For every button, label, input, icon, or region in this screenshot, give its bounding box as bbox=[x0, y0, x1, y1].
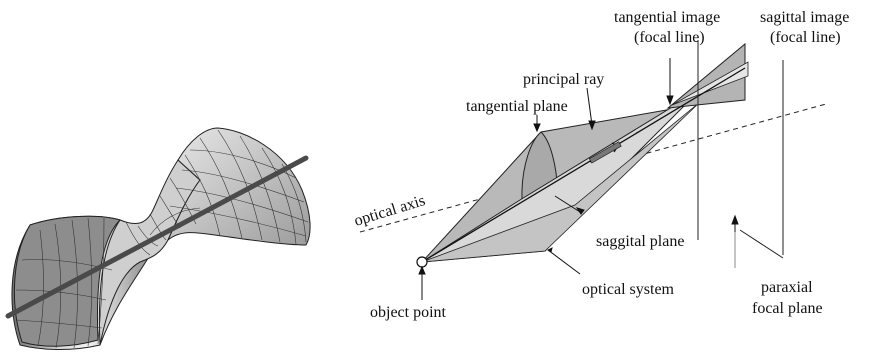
hyperboloid-waist bbox=[99, 160, 200, 345]
principal-ray-label: principal ray bbox=[523, 71, 604, 88]
object-point-marker bbox=[417, 257, 427, 267]
sagittal-image-label-line2: (focal line) bbox=[770, 29, 841, 46]
paraxial-leader bbox=[740, 230, 783, 258]
paraxial-label-line2: focal plane bbox=[752, 300, 823, 317]
tangential-plane-label: tangential plane bbox=[466, 98, 568, 115]
saggital-plane-label: saggital plane bbox=[596, 233, 684, 250]
tangential-image-label-line2: (focal line) bbox=[634, 29, 705, 46]
object-point-label: object point bbox=[370, 304, 447, 321]
hyperboloid-illustration bbox=[8, 128, 310, 350]
astigmatism-schematic: tangential image (focal line) sagittal i… bbox=[352, 9, 849, 321]
optical-system-label: optical system bbox=[582, 281, 675, 298]
tangential-image-label-line1: tangential image bbox=[614, 9, 720, 26]
paraxial-label-line1: paraxial bbox=[761, 279, 813, 296]
sagittal-image-label-line1: sagittal image bbox=[760, 9, 849, 26]
